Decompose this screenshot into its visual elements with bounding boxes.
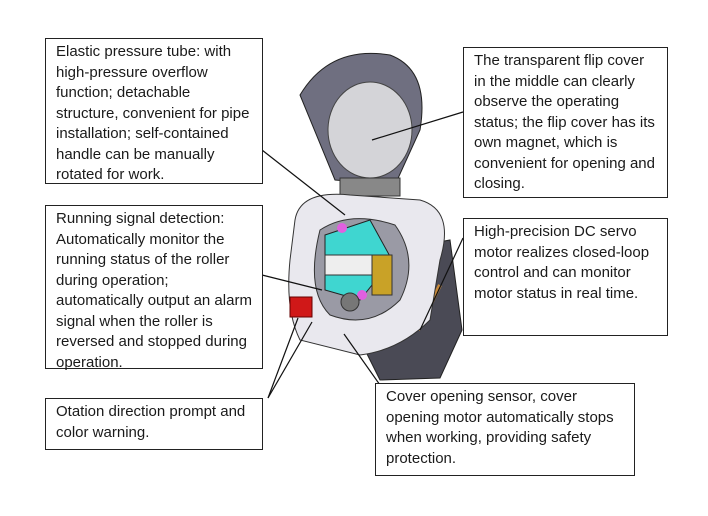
warning-indicator	[289, 296, 313, 318]
callout-rotation-prompt: Otation direction prompt and color warni…	[45, 398, 263, 450]
pump-body-image	[288, 193, 445, 356]
callout-cover-sensor: Cover opening sensor, cover opening moto…	[375, 383, 635, 476]
callout-servo-motor: High-precision DC servo motor realizes c…	[463, 218, 668, 336]
callout-signal-detection: Running signal detection: Automatically …	[45, 205, 263, 371]
flip-cover-image	[299, 52, 423, 197]
leader-lines	[261, 111, 464, 399]
callout-pressure-tube: Elastic pressure tube: with high-pressur…	[45, 38, 263, 184]
callout-flip-cover: The transparent flip cover in the middle…	[463, 47, 668, 198]
